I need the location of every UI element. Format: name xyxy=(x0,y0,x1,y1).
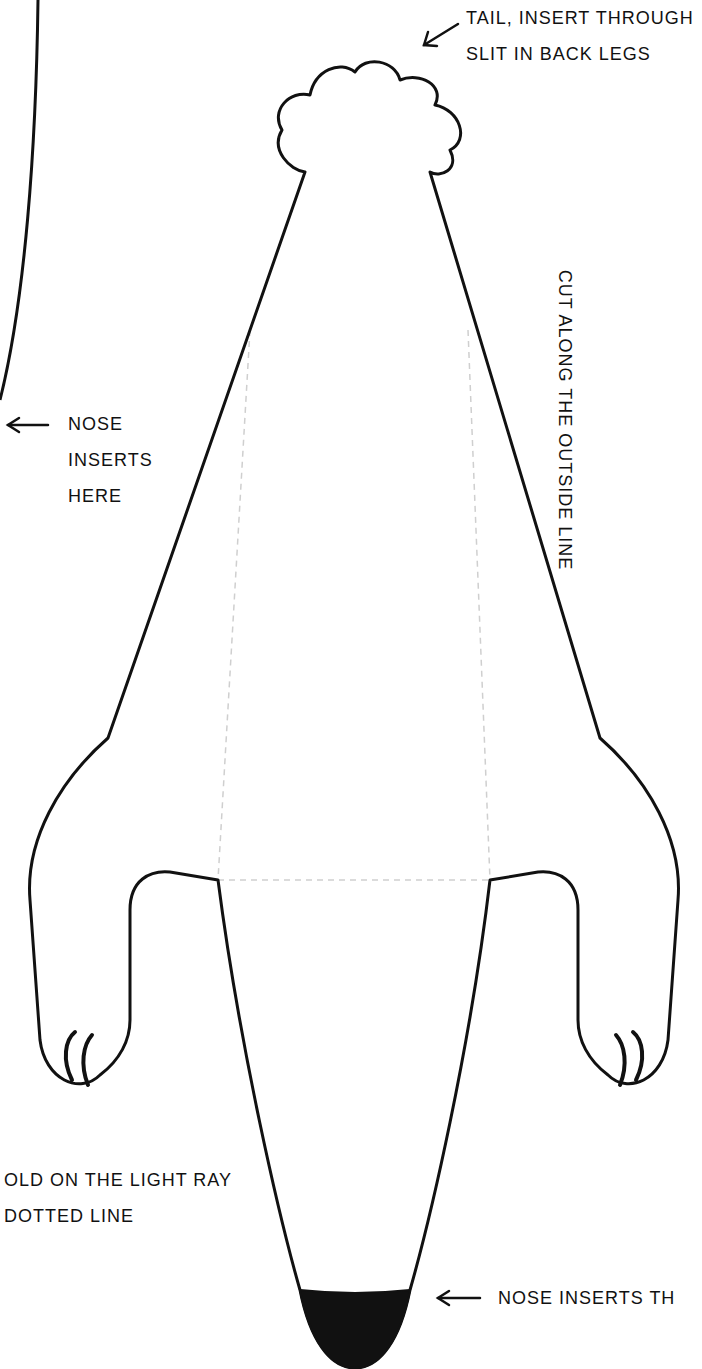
fold-lines xyxy=(218,330,490,880)
partial-outline xyxy=(0,0,38,400)
arrows xyxy=(8,24,480,1305)
nose-note: NOSE INSERTS HERE xyxy=(68,406,178,514)
nose xyxy=(300,1290,410,1368)
tail-note: TAIL, INSERT THROUGH SLIT IN BACK LEGS xyxy=(466,0,698,72)
claws xyxy=(66,1032,642,1085)
cut-note: CUT ALONG THE OUTSIDE LINE xyxy=(547,270,583,570)
nose-note: NOSE INSERTS TH xyxy=(498,1280,675,1316)
fold-note: OLD ON THE LIGHT RAY DOTTED LINE xyxy=(4,1162,236,1234)
